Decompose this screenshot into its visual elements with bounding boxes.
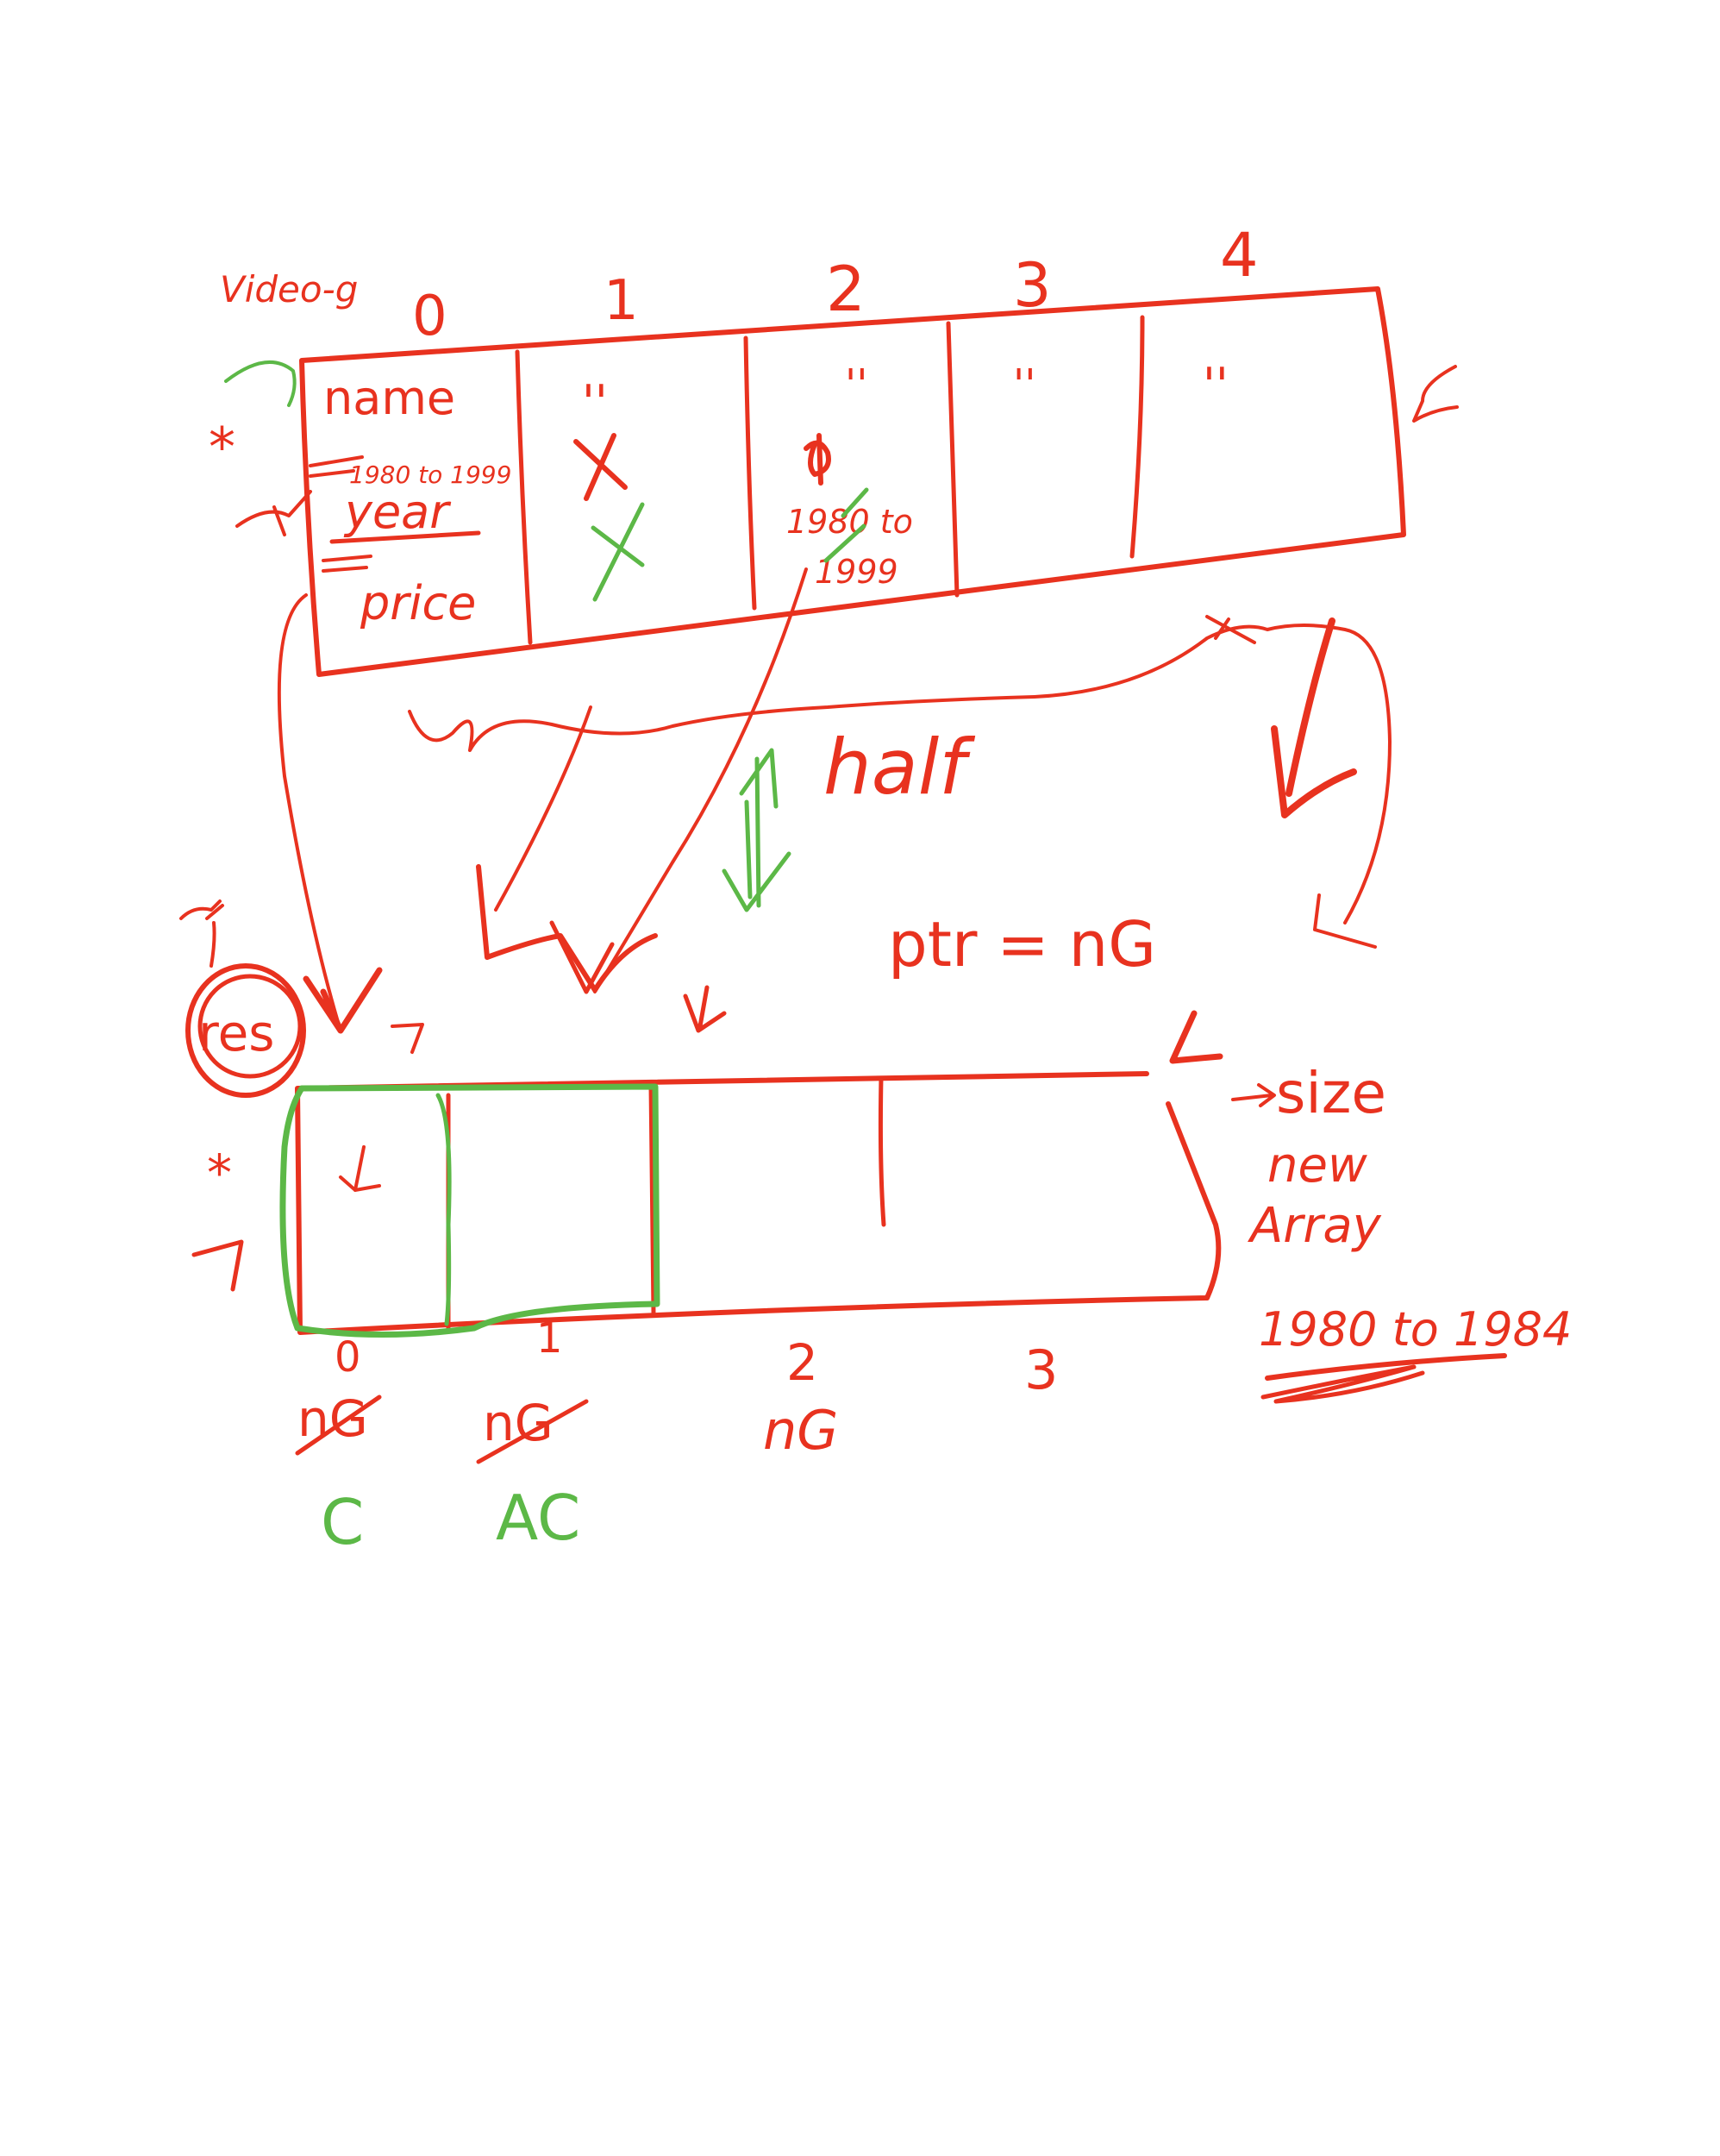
bottom-index-3: 3 [1024, 1338, 1058, 1401]
cell1-green-cross [591, 502, 645, 602]
cell2-green-strike [823, 487, 869, 563]
top-array-divider-2 [743, 335, 757, 611]
res-label: res [198, 1004, 274, 1062]
middle-v-arrow [476, 864, 658, 993]
left-year-arrow [235, 490, 312, 536]
note-range: 1980 to 1984 [1259, 1302, 1572, 1357]
bottom-left-arrow [191, 1239, 244, 1292]
res-right-dash [391, 1023, 424, 1054]
field-price: price [360, 576, 476, 630]
bottom-divider-3 [878, 1075, 886, 1227]
top-array: Video-g 0 1 2 3 4 name 1980 to 1999 year… [209, 220, 1459, 677]
wavy-line-end-arrow [1313, 893, 1377, 949]
bottom-array-outline [295, 1071, 1222, 1335]
res-top-arrow [179, 899, 224, 968]
cell2-to-bottom-line [593, 567, 808, 993]
green-selection-box [279, 1083, 660, 1338]
cell1-to-bottom-line [494, 705, 592, 912]
right-arrow [1412, 365, 1459, 423]
cell1-ditto: '' [582, 375, 608, 429]
note-range-scribble [1260, 1364, 1425, 1404]
middle-v-arrow-2 [549, 920, 615, 994]
wavy-line-head [1205, 615, 1256, 644]
note-range-underline [1265, 1353, 1507, 1381]
half-label: half [823, 723, 976, 812]
bottom-star: * [207, 1144, 232, 1202]
bottom-right-arrow [1169, 1010, 1223, 1064]
top-index-2: 2 [826, 253, 866, 325]
res-arrowhead [303, 967, 383, 1034]
cell3-ditto: '' [1013, 360, 1035, 409]
year-marker-top [309, 455, 364, 478]
year-underline [329, 530, 481, 544]
cell4-ditto: '' [1203, 358, 1229, 412]
ptr-label: ptr = nG [888, 908, 1156, 981]
top-index-4: 4 [1220, 220, 1259, 291]
top-array-divider-4 [1129, 315, 1145, 559]
price-marker [322, 555, 372, 573]
note-size: size [1276, 1060, 1386, 1126]
bottom-index-1: 1 [536, 1314, 563, 1363]
res-circle [185, 963, 306, 1098]
green-inner-divider [435, 1093, 452, 1326]
field-year: year [343, 485, 451, 539]
top-array-divider-1 [515, 349, 533, 645]
right-notes: size new Array 1980 to 1984 [1231, 1060, 1572, 1404]
top-array-label: Video-g [220, 268, 358, 310]
below-label-1: nG [483, 1394, 554, 1452]
top-array-indices: 0 1 2 3 4 [412, 220, 1259, 348]
bottom-index-2: 2 [786, 1333, 818, 1392]
bottom-divider-2 [648, 1082, 656, 1315]
index1-check [683, 985, 727, 1033]
wavy-line [408, 624, 1392, 924]
cell2-ditto: '' [845, 360, 867, 409]
green-double-arrow [722, 748, 791, 912]
below-label-2: nG [763, 1399, 838, 1462]
below-label-0: nG [297, 1389, 368, 1448]
note-new: new [1267, 1138, 1367, 1194]
below-label-1-strike [476, 1399, 589, 1464]
cell2-scribble [804, 433, 831, 486]
cell1-red-cross [573, 433, 628, 501]
top-index-0: 0 [412, 285, 447, 348]
bottom-index-0: 0 [335, 1333, 361, 1382]
below-green-0: C [321, 1486, 364, 1558]
top-array-divider-3 [946, 321, 960, 598]
top-array-outline [299, 286, 1406, 677]
top-index-1: 1 [604, 269, 639, 333]
res-circle-inner [197, 974, 303, 1079]
field-name: name [323, 371, 455, 425]
right-check-arrow [1271, 617, 1357, 818]
field-year-range: 1980 to 1999 [349, 461, 511, 489]
cell0-down-arrow [339, 1145, 381, 1192]
top-star: * [209, 416, 235, 479]
size-arrow [1231, 1083, 1276, 1107]
price-to-res-curve [277, 593, 342, 1032]
below-label-0-strike [295, 1395, 382, 1456]
green-hook-arrow [224, 360, 297, 407]
bottom-array: res * 0 1 2 3 nG nG nG C AC [185, 963, 1222, 1558]
middle-connectors: half ptr = nG [179, 567, 1392, 1064]
below-green-1: AC [496, 1482, 580, 1554]
note-array: Array [1248, 1198, 1382, 1254]
